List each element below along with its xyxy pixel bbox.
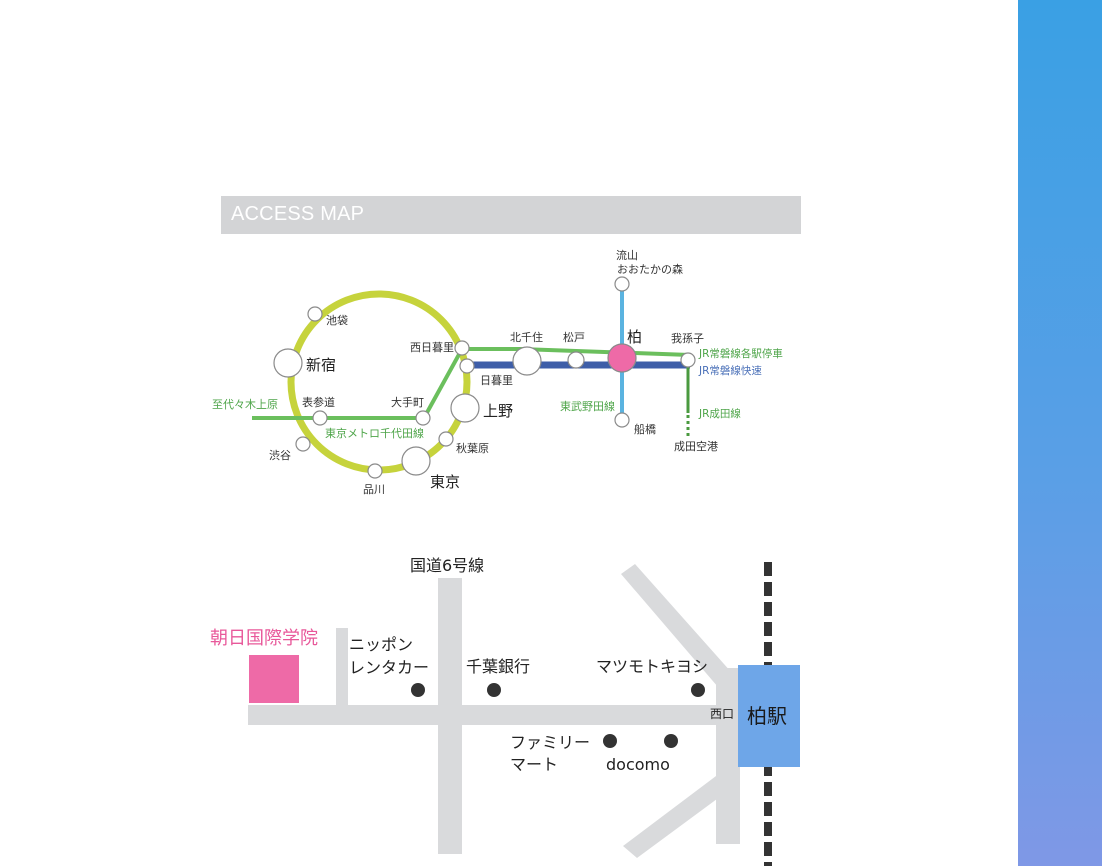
station-tokyo [401, 446, 431, 476]
route-map: 池袋 新宿 表参道 渋谷 品川 東京 秋葉原 上野 大手町 西日暮里 日暮里 北… [212, 248, 783, 496]
route6-label: 国道6号線 [410, 556, 484, 575]
west-exit-label: 西口 [710, 707, 734, 721]
matsumoto-kiyoshi-label: マツモトキヨシ [596, 657, 708, 676]
label-narita-line: JR成田線 [698, 407, 741, 420]
label-joban-rapid: JR常磐線快速 [698, 364, 762, 377]
label-matsudo: 松戸 [563, 330, 585, 344]
road-side-school [336, 628, 348, 706]
label-funabashi: 船橋 [634, 422, 656, 436]
station-otemachi [415, 410, 431, 426]
station-ueno [450, 393, 480, 423]
access-map-header: ACCESS MAP [221, 196, 801, 234]
street-map: 柏駅 朝日国際学院 国道6号線 ニッポン レンタカー 千葉銀行 マツモトキヨシ … [210, 556, 800, 866]
road-to-station [716, 668, 740, 844]
station-nishi-nippori [454, 340, 470, 356]
docomo-label: docomo [606, 755, 670, 774]
road-main [248, 705, 738, 725]
nippon-rent-label-2: レンタカー [349, 658, 429, 677]
station-nagareyama [614, 276, 630, 292]
station-shinjuku [273, 348, 303, 378]
kashiwa-station-label: 柏駅 [747, 704, 787, 728]
nippon-rent-label-1: ニッポン [349, 635, 413, 654]
label-nippori: 日暮里 [480, 373, 513, 387]
label-shinagawa: 品川 [363, 483, 385, 496]
label-nishi-nippori: 西日暮里 [410, 340, 454, 354]
station-matsudo [567, 351, 585, 369]
label-tokyo: 東京 [430, 473, 460, 491]
station-shinagawa [367, 463, 383, 479]
label-kita-senju: 北千住 [510, 330, 543, 344]
station-akihabara [438, 431, 454, 447]
road-route6 [438, 578, 462, 854]
label-shinjuku: 新宿 [306, 356, 336, 374]
station-funabashi [614, 412, 630, 428]
station-kita-senju [512, 346, 542, 376]
label-ueno: 上野 [483, 402, 513, 420]
family-mart-label-1: ファミリー [510, 733, 590, 752]
label-ikebukuro: 池袋 [326, 313, 348, 327]
station-nippori [459, 358, 475, 374]
marker-matsumoto-kiyoshi [691, 683, 705, 697]
label-to-yoyogi-uehara: 至代々木上原 [212, 398, 278, 411]
marker-chiba-bank [487, 683, 501, 697]
marker-docomo [664, 734, 678, 748]
label-abiko: 我孫子 [671, 332, 704, 345]
marker-nippon-rent [411, 683, 425, 697]
label-otemachi: 大手町 [391, 395, 424, 409]
label-narita-airport: 成田空港 [674, 439, 718, 453]
label-akihabara: 秋葉原 [456, 441, 489, 455]
label-omotesando: 表参道 [302, 395, 335, 409]
station-abiko [680, 352, 696, 368]
station-kashiwa [607, 343, 637, 373]
marker-family-mart [603, 734, 617, 748]
family-mart-label-2: マート [510, 755, 558, 774]
kashiwa-station-block [738, 665, 800, 767]
chiba-bank-label: 千葉銀行 [466, 657, 530, 676]
label-nagareyama-2: おおたかの森 [617, 262, 683, 276]
school-block [249, 655, 299, 703]
label-nagareyama-1: 流山 [616, 248, 638, 262]
label-tobu-noda: 東武野田線 [560, 399, 615, 413]
label-kashiwa: 柏 [627, 328, 642, 346]
station-ikebukuro [307, 306, 323, 322]
label-shibuya: 渋谷 [269, 449, 291, 462]
road-diagonal-upper [621, 564, 740, 694]
label-joban-local: JR常磐線各駅停車 [698, 347, 783, 360]
label-chiyoda-line: 東京メトロ千代田線 [325, 426, 424, 440]
station-omotesando [312, 410, 328, 426]
station-shibuya [295, 436, 311, 452]
right-decorative-band [1018, 0, 1102, 866]
school-label: 朝日国際学院 [210, 628, 318, 649]
header-title: ACCESS MAP [231, 203, 365, 225]
road-diagonal-lower [623, 770, 740, 858]
